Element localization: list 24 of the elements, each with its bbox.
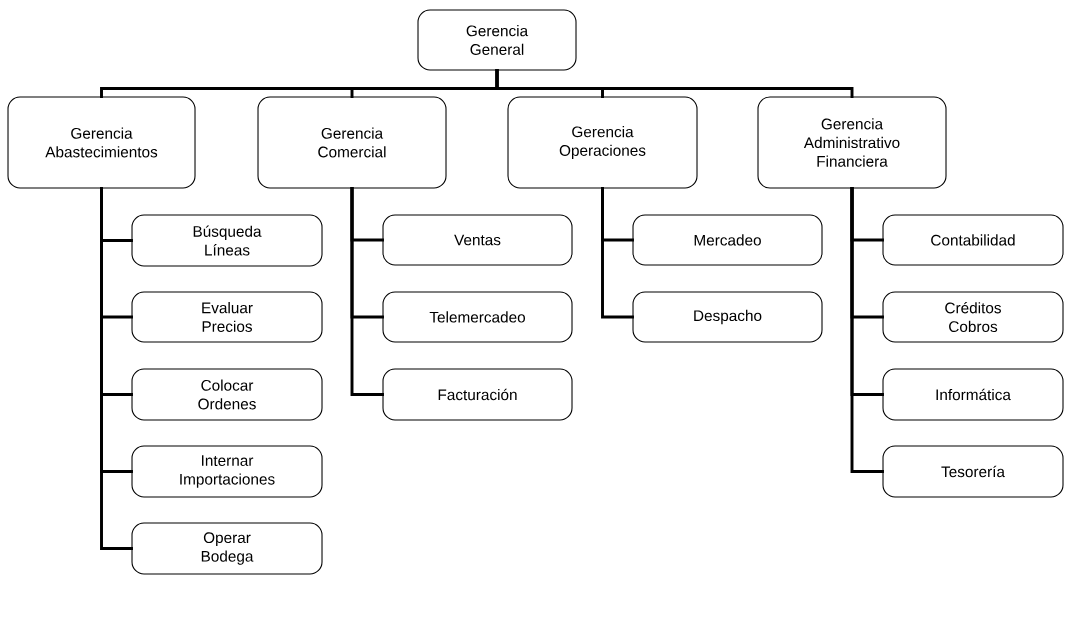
department-box: Gerencia Operaciones	[507, 96, 698, 189]
unit-box: Operar Bodega	[131, 522, 323, 575]
unit-box: Colocar Ordenes	[131, 368, 323, 421]
unit-box: Internar Importaciones	[131, 445, 323, 498]
connector-line	[100, 187, 133, 550]
unit-box: Evaluar Precios	[131, 291, 323, 343]
unit-box: Informática	[882, 368, 1064, 421]
department-box: Gerencia Abastecimientos	[7, 96, 196, 189]
connector-line	[495, 69, 854, 98]
unit-box: Telemercadeo	[382, 291, 573, 343]
unit-box: Créditos Cobros	[882, 291, 1064, 343]
department-box: Gerencia Comercial	[257, 96, 447, 189]
connector-line	[350, 187, 384, 396]
department-box: Gerencia General	[417, 9, 577, 71]
unit-box: Mercadeo	[632, 214, 823, 266]
connector-line	[850, 187, 884, 473]
connector-line	[601, 187, 634, 319]
unit-box: Facturación	[382, 368, 573, 421]
unit-box: Tesorería	[882, 445, 1064, 498]
department-box: Gerencia Administrativo Financiera	[757, 96, 947, 189]
unit-box: Contabilidad	[882, 214, 1064, 266]
unit-box: Despacho	[632, 291, 823, 343]
unit-box: Búsqueda Líneas	[131, 214, 323, 267]
unit-box: Ventas	[382, 214, 573, 266]
